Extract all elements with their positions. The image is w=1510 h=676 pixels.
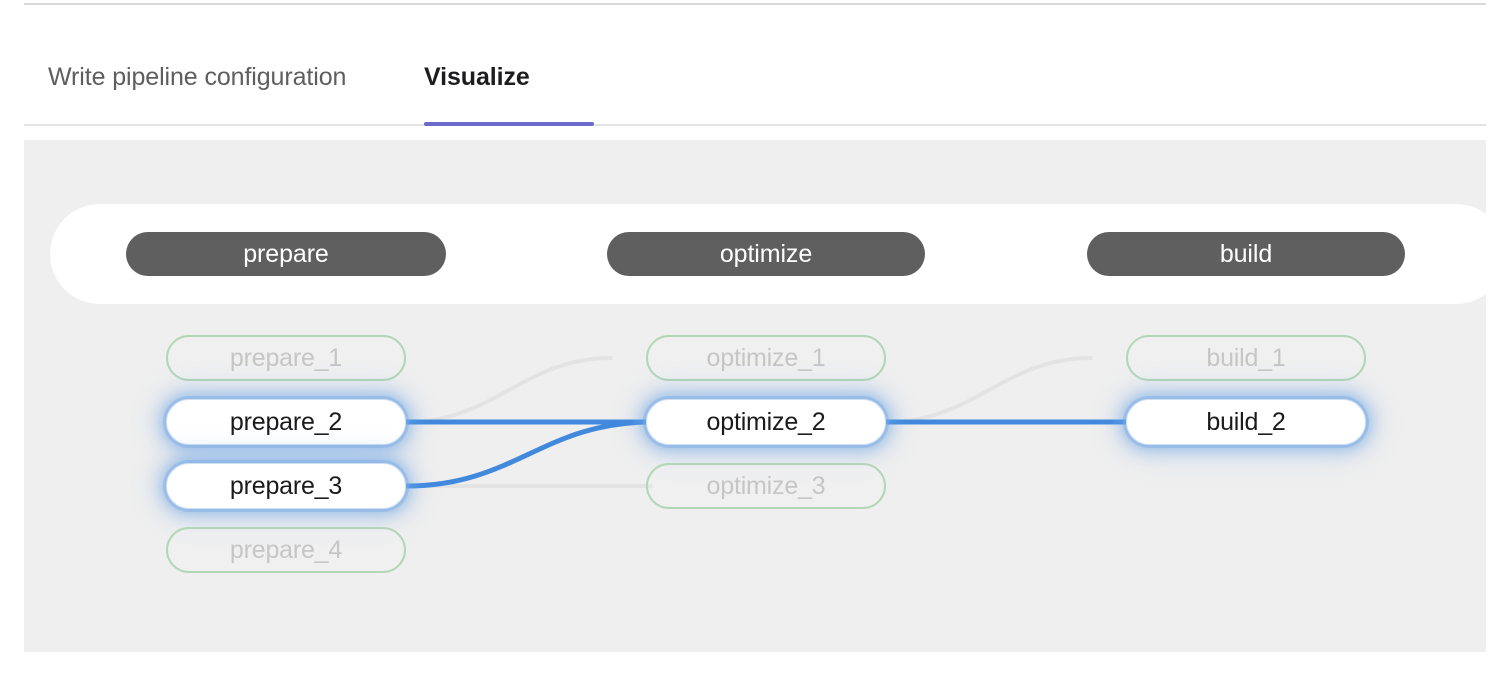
pipeline-graph-canvas[interactable]: prepare optimize build prepare_1 [24, 140, 1486, 652]
tab-visualize[interactable]: Visualize [424, 36, 530, 124]
node-prepare-4-label: prepare_4 [229, 535, 343, 564]
tab-active-indicator [424, 122, 594, 126]
node-prepare-3[interactable]: prepare_3 [166, 463, 406, 509]
node-build-2[interactable]: build_2 [1126, 399, 1366, 445]
stage-pill-build[interactable]: build [1087, 232, 1405, 276]
node-prepare-1-label: prepare_1 [229, 343, 343, 372]
stage-pill-prepare-label: prepare [243, 239, 329, 268]
stage-pill-build-label: build [1219, 239, 1273, 268]
tab-bar: Write pipeline configuration Visualize [24, 36, 1486, 126]
top-divider [24, 3, 1486, 5]
node-prepare-1[interactable]: prepare_1 [166, 335, 406, 381]
node-optimize-3[interactable]: optimize_3 [646, 463, 886, 509]
node-prepare-4[interactable]: prepare_4 [166, 527, 406, 573]
node-prepare-2[interactable]: prepare_2 [166, 399, 406, 445]
node-build-1-label: build_1 [1206, 343, 1286, 372]
stage-pill-prepare[interactable]: prepare [126, 232, 446, 276]
node-optimize-3-label: optimize_3 [706, 471, 826, 500]
node-optimize-1-label: optimize_1 [706, 343, 826, 372]
stage-pill-optimize[interactable]: optimize [607, 232, 925, 276]
node-build-1[interactable]: build_1 [1126, 335, 1366, 381]
tab-write-pipeline-configuration[interactable]: Write pipeline configuration [48, 36, 346, 124]
node-optimize-1[interactable]: optimize_1 [646, 335, 886, 381]
node-optimize-2-label: optimize_2 [706, 407, 826, 436]
edge-prepare3-optimize2 [404, 419, 654, 489]
edge-optimize2-build1 [885, 356, 1093, 424]
node-prepare-2-label: prepare_2 [229, 407, 343, 436]
node-optimize-2[interactable]: optimize_2 [646, 399, 886, 445]
stage-pill-optimize-label: optimize [719, 239, 813, 268]
node-prepare-3-label: prepare_3 [229, 471, 343, 500]
tab-bar-underline [24, 124, 1486, 126]
edge-prepare2-optimize1 [405, 356, 613, 424]
node-build-2-label: build_2 [1206, 407, 1286, 436]
tab-visualize-label: Visualize [424, 63, 530, 91]
tab-write-pipeline-configuration-label: Write pipeline configuration [48, 63, 347, 91]
